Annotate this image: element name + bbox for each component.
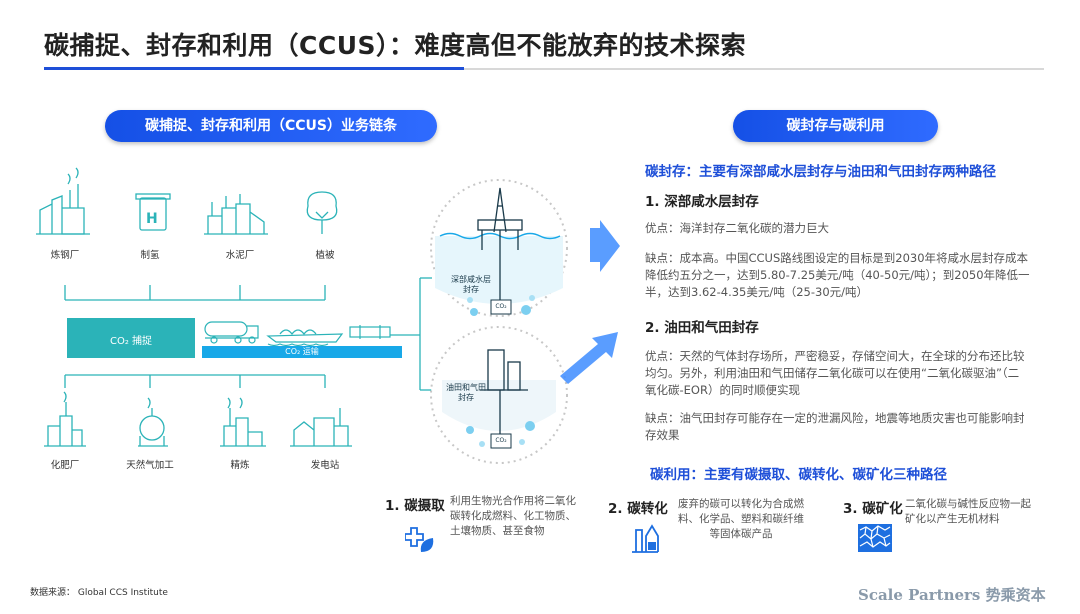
source-label-refinery: 精炼 <box>230 460 250 471</box>
saline-section-title: 1. 深部咸水层封存 <box>645 194 759 210</box>
util-text-mineralization: 二氧化碳与碱性反应物一起矿化以产生无机材料 <box>905 498 1031 525</box>
tanker-ship-icon <box>266 329 344 347</box>
title-divider-accent <box>44 67 464 70</box>
title-divider <box>44 68 1044 70</box>
tree-icon <box>306 191 338 234</box>
lab-flask-icon <box>632 524 659 553</box>
transport-label: CO₂ 运输 <box>285 347 319 356</box>
oilgas-con: 缺点：油气田封存可能存在一定的泄漏风险，地震等地质灾害也可能影响封存效果 <box>645 411 1025 442</box>
util-title-uptake: 1. 碳摄取 <box>385 498 445 514</box>
saline-storage-circle <box>430 179 568 317</box>
transport-bar <box>202 346 402 358</box>
source-label-hydrogen: 制氢 <box>140 250 160 261</box>
arrow-up-right-icon <box>560 332 618 384</box>
source-label-steel: 炼钢厂 <box>50 250 80 261</box>
steel-plant-icon <box>36 167 90 235</box>
oil-gas-storage-label: 油田和气田封存 <box>446 383 486 402</box>
oilgas-section-title: 2. 油田和气田封存 <box>645 320 759 336</box>
source-label-fertilizer: 化肥厂 <box>50 460 80 471</box>
util-text-conversion: 废弃的碳可以转化为合成燃料、化学品、塑料和碳纤维等固体碳产品 <box>678 498 804 540</box>
util-title-mineralization: 3. 碳矿化 <box>843 501 903 517</box>
storage-utilization-pill: 碳封存与碳利用 <box>733 110 938 142</box>
source-label-power: 发电站 <box>310 460 340 471</box>
arrow-right-icon <box>590 220 620 272</box>
storage-heading: 碳封存：主要有深部咸水层封存与油田和气田封存两种路径 <box>645 164 996 180</box>
source-label-cement: 水泥厂 <box>225 250 255 261</box>
tanker-truck-icon <box>204 321 259 344</box>
saline-pro: 优点：海洋封存二氧化碳的潜力巨大 <box>645 221 829 235</box>
util-text-uptake: 利用生物光合作用将二氧化碳转化成燃料、化工物质、土壤物质、甚至食物 <box>450 495 576 537</box>
gas-processing-icon <box>138 397 168 447</box>
hydrogen-symbol: H <box>146 211 158 227</box>
brand-logo: Scale Partners 势乘资本 <box>858 586 1046 604</box>
oilgas-pro: 优点：天然的气体封存场所，严密稳妥，存储空间大，在全球的分布还比较均匀。另外，利… <box>645 349 1025 397</box>
source-label-vegetation: 植被 <box>315 250 335 261</box>
power-plant-icon <box>290 408 352 447</box>
ccus-diagram: H <box>36 167 620 464</box>
capture-label: CO₂ 捕捉 <box>109 336 153 347</box>
value-chain-pill: 碳捕捉、封存和利用（CCUS）业务链条 <box>105 110 437 142</box>
source-note: 数据来源： Global CCS Institute <box>30 588 168 598</box>
co2-tag-bottom: CO₂ <box>495 437 507 444</box>
page-title: 碳捕捉、封存和利用（CCUS）：难度高但不能放弃的技术探索 <box>44 31 747 60</box>
cement-plant-icon <box>204 194 268 235</box>
util-title-conversion: 2. 碳转化 <box>608 501 668 517</box>
leaf-plus-icon <box>405 527 434 552</box>
co2-tag-top: CO₂ <box>495 303 507 310</box>
saline-storage-label: 深部咸水层封存 <box>451 275 491 294</box>
saline-con: 缺点：成本高。中国CCUS路线图设定的目标是到2030年将咸水层封存成本降低约五… <box>645 251 1030 299</box>
refinery-icon <box>220 397 266 447</box>
capture-box <box>67 318 195 358</box>
source-label-gas: 天然气加工 <box>126 460 174 471</box>
utilization-heading: 碳利用：主要有碳摄取、碳转化、碳矿化三种路径 <box>650 467 947 483</box>
mineral-texture-icon <box>858 524 892 552</box>
hydrogen-icon <box>135 193 171 231</box>
fertilizer-plant-icon <box>44 391 86 447</box>
oil-gas-storage-circle <box>430 326 568 464</box>
pipeline-icon <box>349 325 391 339</box>
